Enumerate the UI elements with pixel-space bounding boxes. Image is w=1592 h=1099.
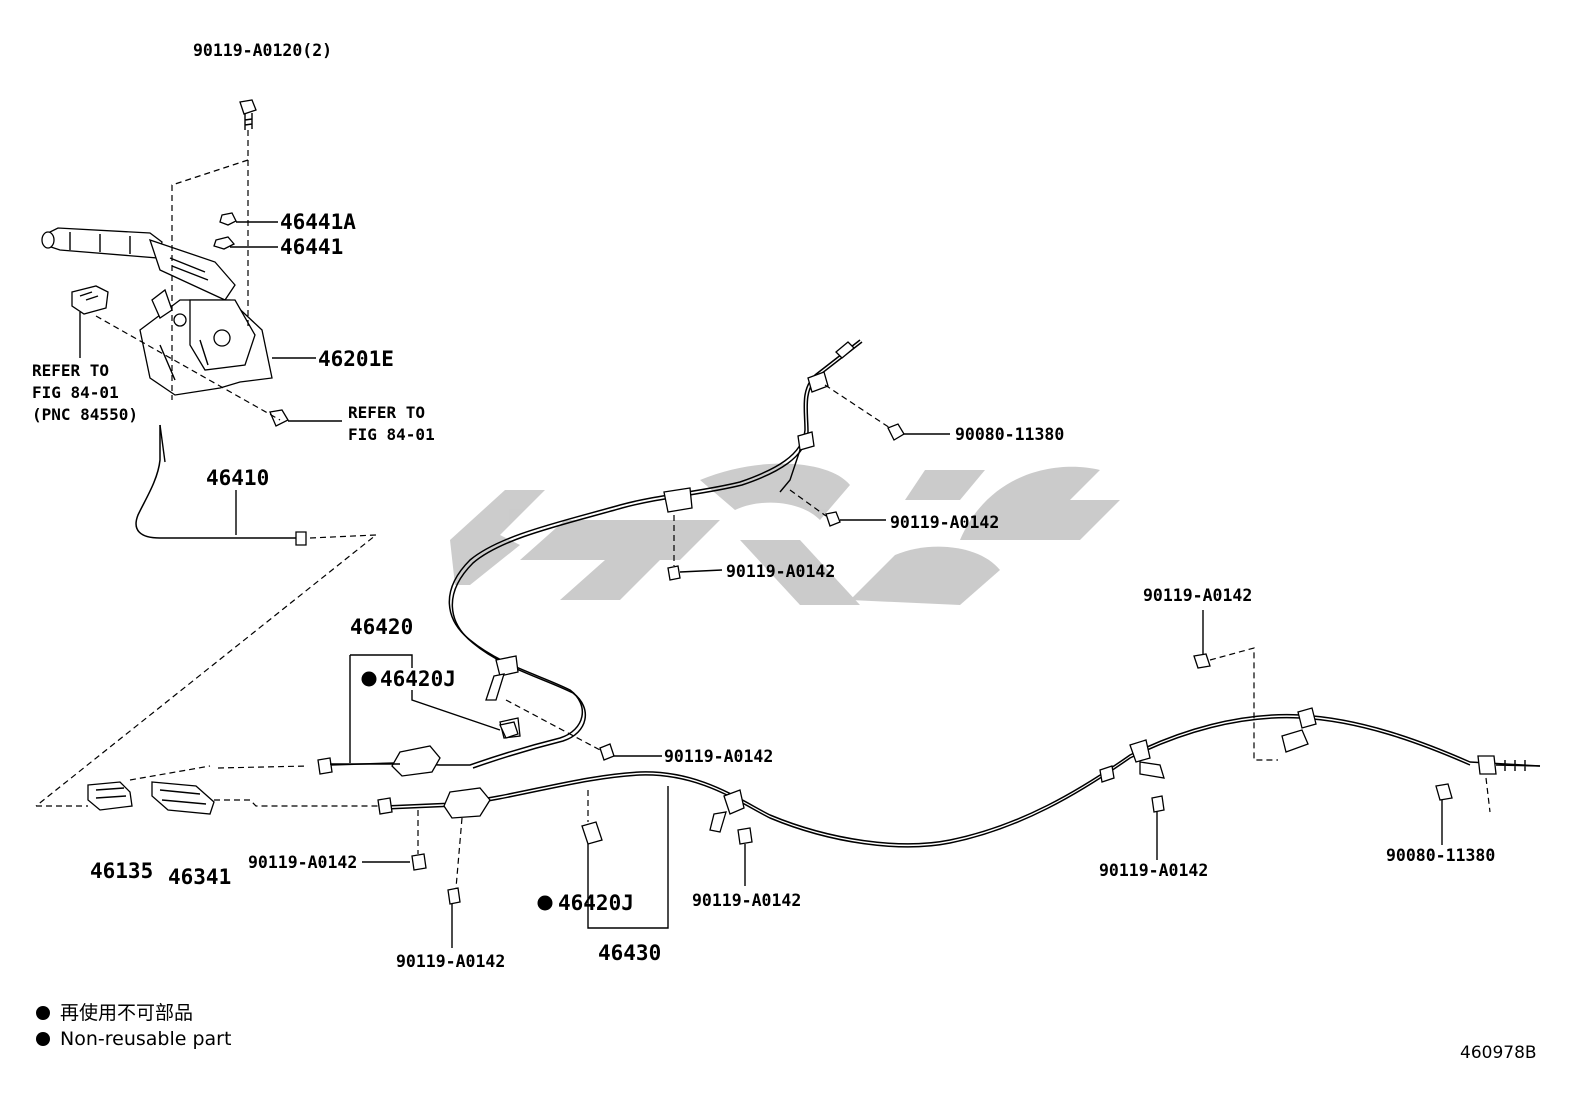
retainer-parts [36,765,378,815]
legend-dot-2 [36,1032,50,1046]
label-refer-left-3: (PNC 84550) [32,405,138,424]
label-46430: 46430 [598,941,661,965]
label-90119-g: 90119-A0142 [1099,861,1208,880]
right-rear-cable-46430 [377,707,1541,848]
legend-dot-1 [36,1006,50,1020]
label-refer-mid-2: FIG 84-01 [348,425,435,444]
label-90080-top: 90080-11380 [955,425,1064,444]
label-90119-a: 90119-A0142 [890,513,999,532]
label-46441A: 46441A [280,210,356,234]
label-90080-right: 90080-11380 [1386,846,1495,865]
label-46410: 46410 [206,466,269,490]
cable-routing-dash-left [35,534,378,807]
legend-line-1: 再使用不可部品 [60,1002,193,1024]
label-46420: 46420 [350,615,413,639]
label-refer-left-2: FIG 84-01 [32,383,119,402]
label-bolt-top: 90119-A0120(2) [193,41,332,60]
label-90119-f: 90119-A0142 [692,891,801,910]
label-refer-mid-1: REFER TO [348,403,425,422]
label-90119-right-top: 90119-A0142 [1143,586,1252,605]
label-46420J-top: 46420J [380,667,456,691]
non-reusable-dot-top [361,671,377,687]
watermark-logo [450,463,1120,605]
front-cable-46410 [135,424,307,546]
parking-brake-lever-assembly [41,99,289,427]
label-46201E: 46201E [318,347,394,371]
label-46135: 46135 [90,859,153,883]
label-46441: 46441 [280,235,343,259]
label-90119-d: 90119-A0142 [248,853,357,872]
legend: 再使用不可部品 Non-reusable part [36,1002,231,1050]
label-90119-e: 90119-A0142 [396,952,505,971]
bolts-and-clamps [411,384,1491,905]
label-90119-b: 90119-A0142 [726,562,835,581]
label-46420J-bottom: 46420J [558,891,634,915]
leader-lines [79,221,1443,948]
label-46341: 46341 [168,865,231,889]
label-refer-left-1: REFER TO [32,361,109,380]
label-90119-c: 90119-A0142 [664,747,773,766]
diagram-number: 460978B [1460,1043,1537,1063]
lever-dashed-guides [95,130,281,421]
legend-line-2: Non-reusable part [60,1028,231,1050]
non-reusable-dot-bottom [537,895,553,911]
